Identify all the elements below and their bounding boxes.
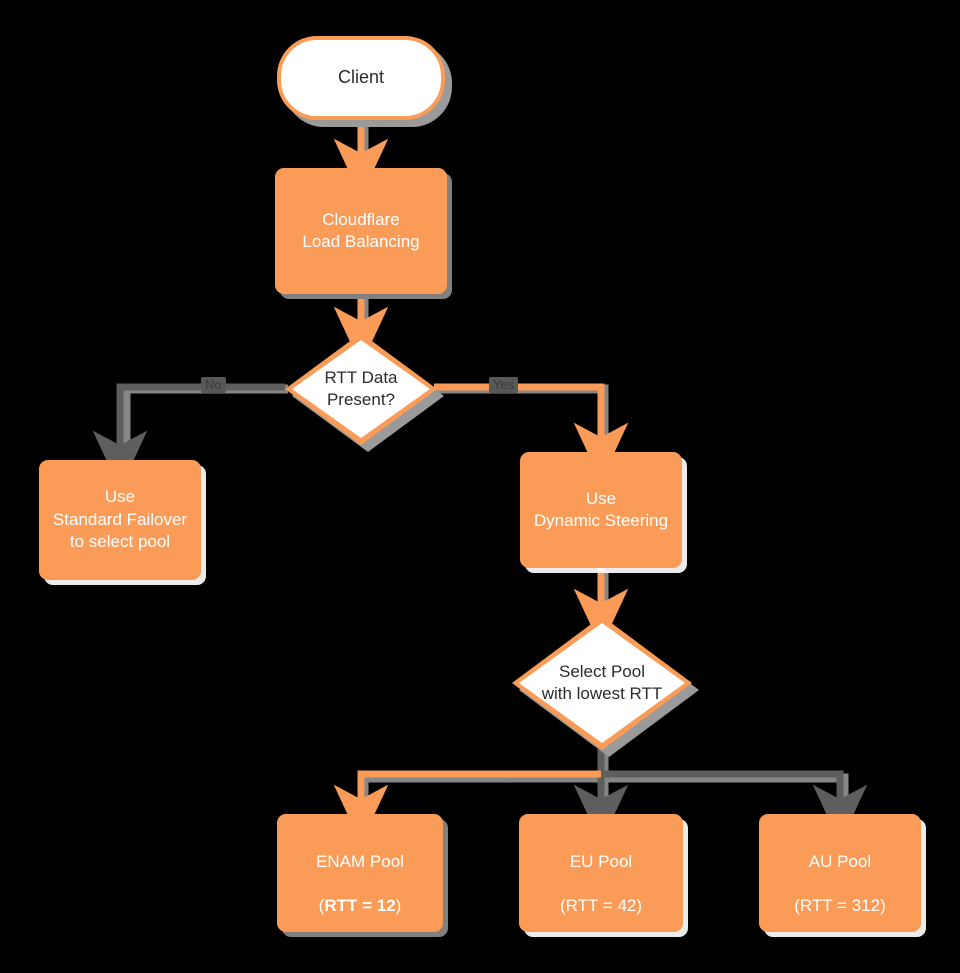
node-eu-pool-paren-open: ( [559, 896, 566, 916]
node-enam-pool-paren-close: ) [395, 896, 402, 916]
node-eu-pool[interactable]: EU Pool (RTT = 42) [519, 814, 683, 932]
node-eu-pool-rtt: RTT = 42 [565, 896, 637, 916]
edge-rtt-to-failover [92, 383, 285, 490]
edge-select-to-enam [333, 770, 601, 844]
node-standard-failover-label: Use Standard Failover to select pool [52, 487, 188, 552]
node-au-pool-rtt: RTT = 312 [799, 896, 881, 916]
node-select-pool-lowest-rtt-label: Select Pool with lowest RTT [541, 661, 663, 703]
node-rtt-data-present-label: RTT Data Present? [324, 367, 398, 409]
node-select-pool-lowest-rtt[interactable]: Select Pool with lowest RTT [512, 616, 699, 757]
node-enam-pool-label: ENAM Pool (RTT = 12) [306, 828, 414, 918]
node-client-label: Client [337, 67, 385, 88]
edge-label-no: No [201, 377, 226, 394]
node-eu-pool-name: EU Pool [569, 851, 633, 871]
node-cloudflare-load-balancing[interactable]: Cloudflare Load Balancing [275, 168, 447, 294]
node-eu-pool-paren-close: ) [636, 896, 643, 916]
node-enam-pool-name: ENAM Pool [316, 851, 404, 871]
node-standard-failover[interactable]: Use Standard Failover to select pool [39, 460, 201, 580]
node-au-pool-paren-close: ) [880, 896, 886, 916]
edge-select-to-au [601, 770, 868, 844]
node-au-pool-name: AU Pool [808, 851, 872, 871]
node-client[interactable]: Client [277, 36, 445, 120]
node-dynamic-steering[interactable]: Use Dynamic Steering [520, 452, 682, 568]
node-cloudflare-load-balancing-label: Cloudflare Load Balancing [302, 209, 420, 251]
node-au-pool-paren-open: ( [794, 896, 800, 916]
node-au-pool[interactable]: AU Pool (RTT = 312) [759, 814, 921, 932]
node-enam-pool[interactable]: ENAM Pool (RTT = 12) [277, 814, 443, 932]
node-enam-pool-rtt: RTT = 12 [324, 896, 396, 916]
node-eu-pool-label: EU Pool (RTT = 42) [550, 828, 652, 918]
edge-label-yes: Yes [489, 377, 519, 394]
edge-rtt-to-dynamic [434, 383, 629, 482]
node-dynamic-steering-label: Use Dynamic Steering [533, 488, 669, 530]
node-au-pool-label: AU Pool (RTT = 312) [784, 828, 896, 918]
node-rtt-data-present[interactable]: RTT Data Present? [285, 333, 444, 452]
node-enam-pool-paren-open: ( [318, 896, 325, 916]
